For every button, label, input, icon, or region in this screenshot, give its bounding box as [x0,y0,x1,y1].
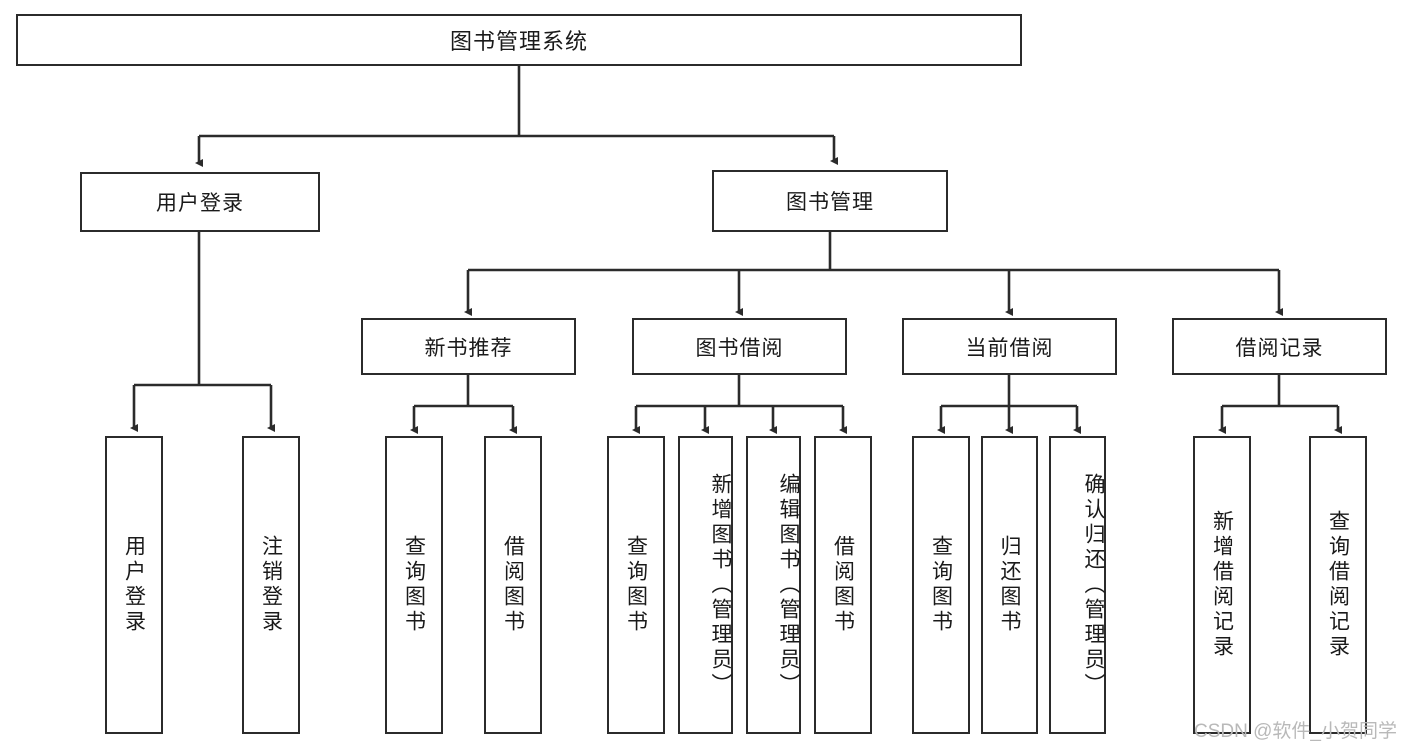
node-leaf-query-borrow-record[interactable]: 查询借阅记录 [1309,436,1367,734]
node-leaf-edit-book-admin[interactable]: 编辑图书（管理员） [746,436,801,734]
node-new-book-recommend[interactable]: 新书推荐 [361,318,576,375]
node-leaf-user-logout[interactable]: 注销登录 [242,436,300,734]
node-book-management[interactable]: 图书管理 [712,170,948,232]
node-leaf-query-book-recommend[interactable]: 查询图书 [385,436,443,734]
node-leaf-user-login[interactable]: 用户登录 [105,436,163,734]
node-user-login[interactable]: 用户登录 [80,172,320,232]
node-leaf-query-book-borrow[interactable]: 查询图书 [607,436,665,734]
csdn-watermark: CSDN @软件_小贺同学 [1194,721,1397,742]
node-leaf-return-book[interactable]: 归还图书 [981,436,1038,734]
node-root-book-management-system[interactable]: 图书管理系统 [16,14,1022,66]
node-book-borrow[interactable]: 图书借阅 [632,318,847,375]
node-leaf-borrow-book-borrow[interactable]: 借阅图书 [814,436,872,734]
node-leaf-add-borrow-record[interactable]: 新增借阅记录 [1193,436,1251,734]
node-leaf-confirm-return-admin[interactable]: 确认归还（管理员） [1049,436,1106,734]
node-borrow-record[interactable]: 借阅记录 [1172,318,1387,375]
node-current-borrow[interactable]: 当前借阅 [902,318,1117,375]
node-leaf-query-book-current[interactable]: 查询图书 [912,436,970,734]
node-leaf-borrow-book-recommend[interactable]: 借阅图书 [484,436,542,734]
node-leaf-add-book-admin[interactable]: 新增图书（管理员） [678,436,733,734]
